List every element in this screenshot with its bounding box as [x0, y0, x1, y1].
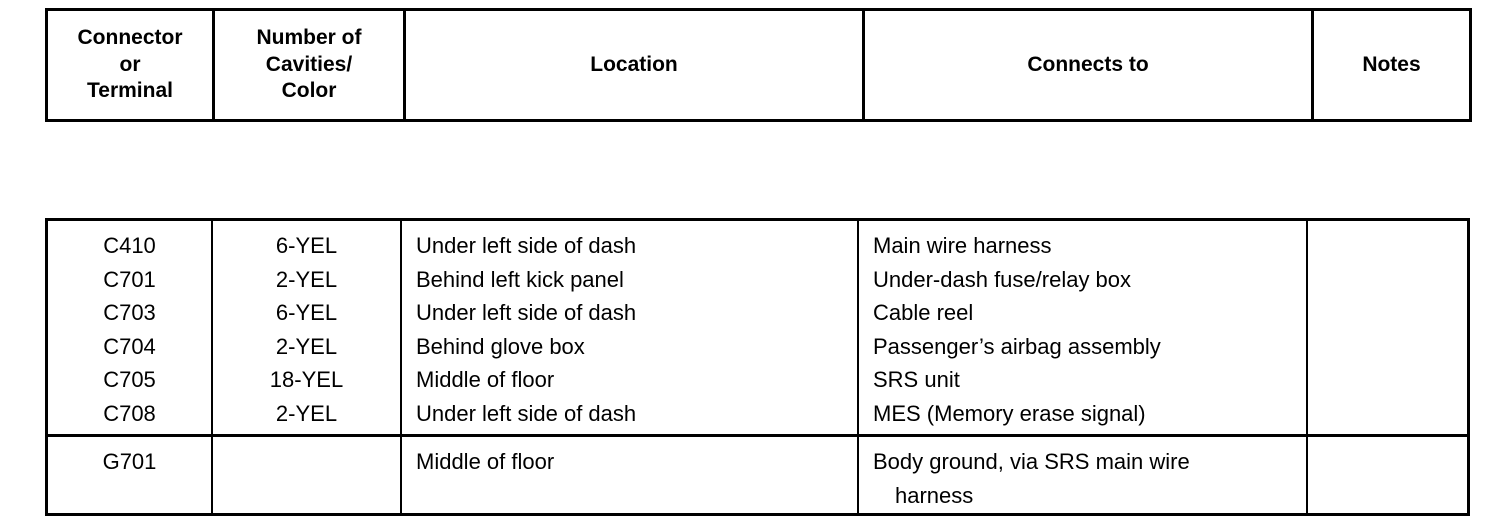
cell-notes	[1308, 363, 1467, 397]
cell-connects-to: SRS unit	[873, 367, 960, 392]
cell-connects-to: Body ground, via SRS main wire harness	[859, 445, 1306, 512]
header-label-notes: Notes	[1362, 52, 1421, 76]
header-label-connector-line2: or	[119, 52, 141, 76]
cell-notes	[1308, 330, 1467, 364]
cell-cavities	[213, 445, 400, 479]
cell-connects-to-line1: Body ground, via SRS main wire	[873, 449, 1190, 474]
header-label-connector-line1: Connector	[77, 25, 183, 49]
column-cavities-ground	[213, 437, 402, 513]
column-connects-to: Main wire harness Under-dash fuse/relay …	[859, 221, 1308, 434]
cell-connector: C705	[103, 367, 156, 392]
header-cell-connector: Connector or Terminal	[48, 11, 215, 119]
connector-data-table: C410 C701 C703 C704 C705 C708 6-YEL 2-YE…	[45, 218, 1470, 516]
cell-notes	[1308, 263, 1467, 297]
cell-connects-to: Main wire harness	[873, 233, 1052, 258]
column-notes-ground	[1308, 437, 1467, 513]
header-cell-notes: Notes	[1314, 11, 1469, 119]
column-location-ground: Middle of floor	[402, 437, 859, 513]
header-label-cavities-line3: Color	[281, 79, 337, 103]
cell-connects-to: Under-dash fuse/relay box	[873, 266, 1132, 292]
cell-connects-to: Cable reel	[873, 300, 974, 325]
cell-cavities: 6-YEL	[275, 233, 338, 258]
column-header-table: Connector or Terminal Number of Cavities…	[45, 8, 1472, 122]
cell-connects-to: Passenger’s airbag assembly	[873, 333, 1161, 359]
cell-connector: G701	[102, 449, 157, 474]
header-cell-location: Location	[406, 11, 865, 119]
ground-row-section: G701 Middle of floor Body ground, via SR…	[48, 434, 1467, 513]
column-cavities: 6-YEL 2-YEL 6-YEL 2-YEL 18-YEL 2-YEL	[213, 221, 402, 434]
cell-notes	[1308, 445, 1467, 479]
connector-rows-section: C410 C701 C703 C704 C705 C708 6-YEL 2-YE…	[48, 221, 1467, 434]
cell-connects-to-line2: harness	[895, 482, 974, 508]
header-label-connector-line3: Terminal	[87, 79, 173, 103]
header-label-connects-to: Connects to	[1027, 52, 1149, 76]
header-label-location: Location	[590, 52, 678, 76]
cell-location: Under left side of dash	[416, 400, 637, 426]
cell-connector: C708	[103, 400, 156, 426]
cell-cavities: 2-YEL	[275, 266, 338, 292]
cell-notes	[1308, 229, 1467, 263]
column-location: Under left side of dash Behind left kick…	[402, 221, 859, 434]
cell-location: Behind glove box	[416, 333, 585, 359]
header-label-cavities-line1: Number of	[256, 25, 362, 49]
column-connector-ground: G701	[48, 437, 213, 513]
header-cell-cavities: Number of Cavities/ Color	[215, 11, 406, 119]
cell-location: Under left side of dash	[416, 233, 637, 258]
cell-location: Behind left kick panel	[416, 266, 624, 292]
cell-connects-to: MES (Memory erase signal)	[873, 400, 1146, 426]
cell-cavities: 2-YEL	[275, 333, 338, 359]
column-notes	[1308, 221, 1467, 434]
cell-connector: C410	[103, 233, 156, 258]
cell-connector: C701	[103, 266, 156, 292]
column-connector: C410 C701 C703 C704 C705 C708	[48, 221, 213, 434]
cell-location: Middle of floor	[416, 367, 555, 392]
header-label-cavities-line2: Cavities/	[265, 52, 353, 76]
cell-cavities: 18-YEL	[269, 367, 344, 392]
cell-connector: C703	[103, 300, 156, 325]
cell-cavities: 2-YEL	[275, 400, 338, 426]
cell-notes	[1308, 296, 1467, 330]
column-connects-to-ground: Body ground, via SRS main wire harness	[859, 437, 1308, 513]
cell-location: Middle of floor	[416, 449, 555, 474]
cell-cavities: 6-YEL	[275, 300, 338, 325]
header-cell-connects-to: Connects to	[865, 11, 1314, 119]
cell-location: Under left side of dash	[416, 300, 637, 325]
cell-notes	[1308, 397, 1467, 431]
cell-connector: C704	[103, 333, 156, 359]
